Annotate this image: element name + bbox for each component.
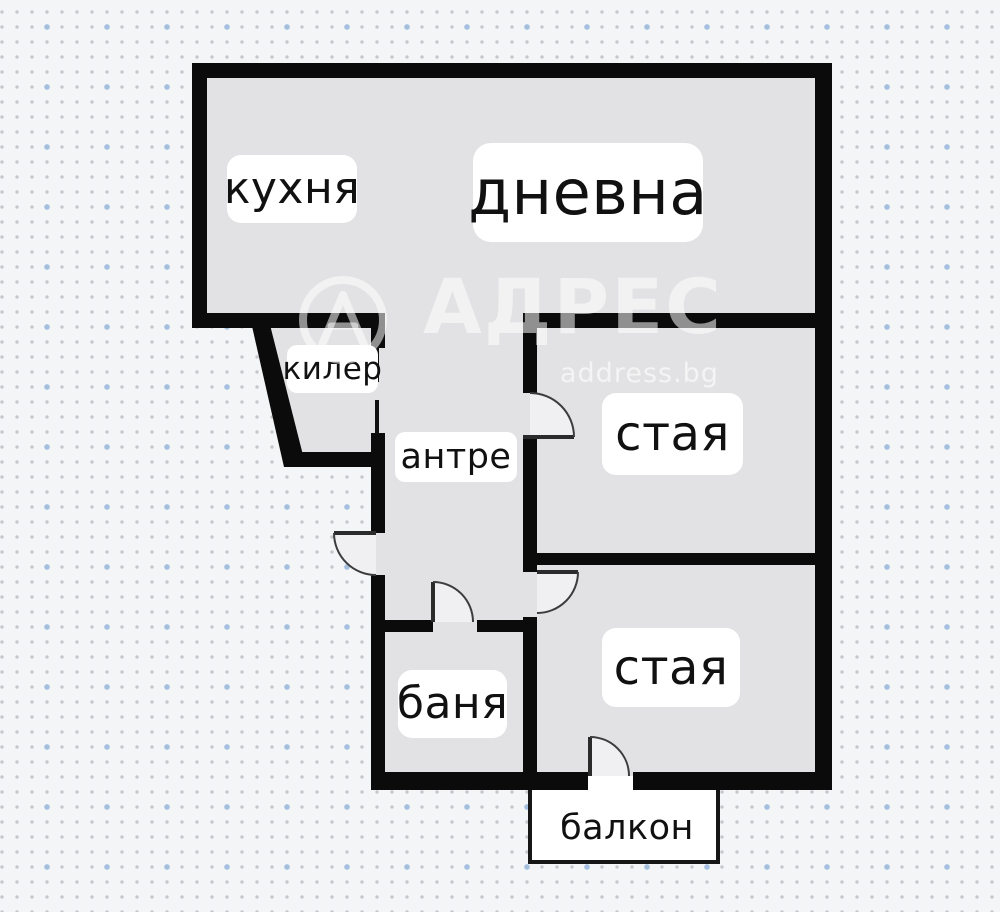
hall-right-wall-mid xyxy=(523,437,537,572)
balcony-wall-bottom xyxy=(528,860,720,864)
bath-door-swing xyxy=(433,582,473,622)
balcony-wall-right xyxy=(716,776,720,864)
room-label-pantry: килер xyxy=(283,345,382,393)
hall-right-wall-lower xyxy=(523,617,537,790)
walls xyxy=(192,63,832,790)
outer-wall-bottom-left xyxy=(371,772,588,790)
room-label-bath: баня xyxy=(397,670,508,738)
living-bottom-wall xyxy=(523,313,832,328)
doors xyxy=(333,392,630,777)
rooms-divider-wall xyxy=(523,553,832,565)
pantry-right-wall-upper xyxy=(371,313,385,348)
room-label-living: дневна xyxy=(468,143,707,242)
room-label-balcony: балкон xyxy=(560,807,694,848)
kitchen-bottom-wall xyxy=(192,313,385,328)
outer-wall-top xyxy=(192,63,832,78)
room-top-door-swing xyxy=(530,393,574,437)
bath-top-wall-left xyxy=(371,620,433,632)
entrance-door-swing xyxy=(334,533,376,575)
balcony-door-swing xyxy=(590,737,629,776)
outer-wall-right xyxy=(815,63,832,790)
door-swing-areas xyxy=(334,393,629,776)
room-bottom-door-swing xyxy=(537,572,578,613)
room-label-room-bottom: стая xyxy=(602,628,740,707)
balcony-door-arc xyxy=(589,736,630,777)
balcony-floor xyxy=(528,776,720,864)
outer-wall-left-lower xyxy=(371,575,385,790)
apartment-floor xyxy=(192,63,832,790)
bath-door-arc xyxy=(432,581,474,623)
bath-top-wall-right xyxy=(477,620,537,632)
balcony-wall-left xyxy=(528,776,532,864)
room-bottom-door-arc xyxy=(536,571,579,614)
balcony-structure xyxy=(528,776,720,864)
pantry-bottom-wall xyxy=(284,452,385,467)
outer-wall-bottom-right xyxy=(633,772,832,790)
room-top-door-arc xyxy=(529,392,575,438)
room-label-kitchen: кухня xyxy=(224,155,360,223)
entrance-door-arc xyxy=(333,532,377,576)
room-label-room-top: стая xyxy=(602,393,743,475)
outer-wall-left-upper xyxy=(192,63,207,328)
hall-right-wall-upper xyxy=(523,313,537,393)
pantry-diagonal-wall xyxy=(249,313,306,467)
outer-wall-left-mid xyxy=(371,452,385,533)
room-label-hall: антре xyxy=(395,432,517,482)
